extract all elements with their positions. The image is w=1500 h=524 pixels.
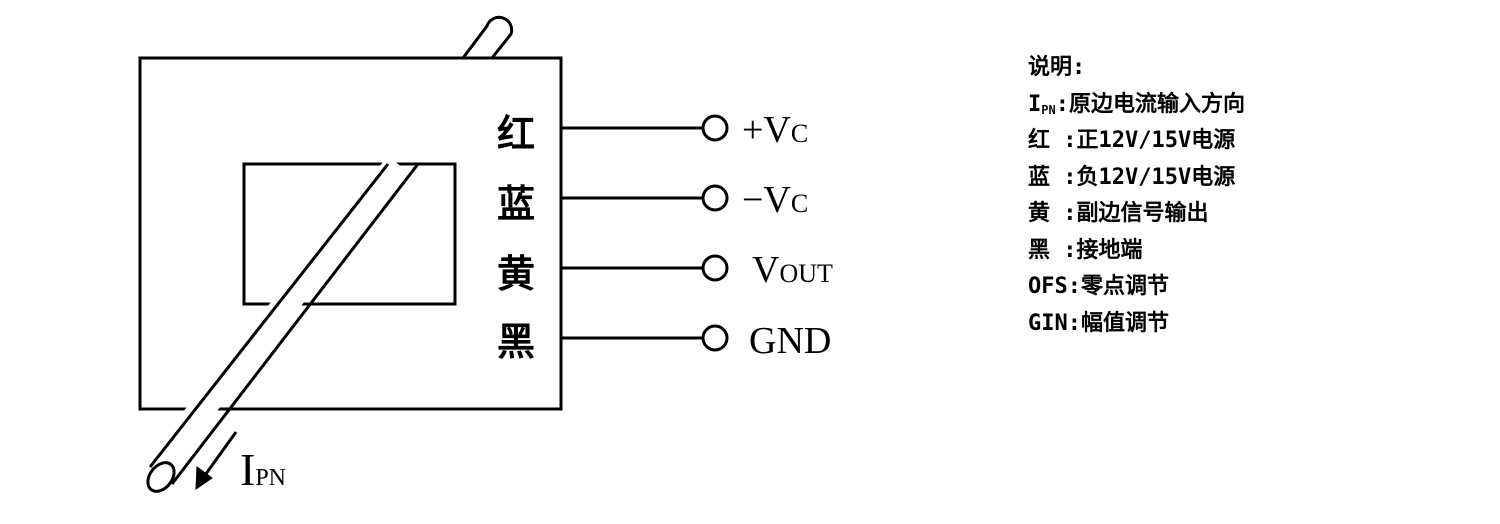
legend-item: 红 :正12V/15V电源 [1028,128,1236,153]
wire-3: 黄 VOUT [497,249,833,296]
legend-text: 幅值调节 [1081,310,1170,336]
primary-conductor [139,155,420,493]
terminal-label: VOUT [752,249,833,291]
legend-key: 黄 [1028,201,1064,226]
terminal-circle [701,114,729,142]
legend-key: 红 [1028,128,1064,153]
terminal-label: +VC [742,109,808,151]
terminal-label: GND [749,320,831,362]
wire-2: 蓝 −VC [497,179,808,226]
wire-1: 红 +VC [497,109,808,156]
terminal-circle [701,254,729,282]
legend-text: 正12V/15V电源 [1076,128,1236,153]
legend-item: OFS:零点调节 [1028,274,1170,299]
legend-item: 黄 :副边信号输出 [1028,201,1209,226]
current-direction-arrow [195,431,238,490]
legend-key: GIN [1028,310,1068,336]
wire-color-label: 黑 [497,319,535,364]
conductor-end [146,461,176,493]
sensor-aperture [242,162,457,306]
legend-key: IPN [1028,91,1056,117]
legend-key: 黑 [1028,237,1064,263]
legend-title: 说明: [1028,55,1086,80]
legend-text: 零点调节 [1081,274,1170,299]
terminal-circle [701,324,729,352]
legend-item: GIN:幅值调节 [1028,310,1170,336]
terminal-label: −VC [742,179,808,221]
legend-text: 接地端 [1076,237,1143,263]
wire-color-label: 红 [497,111,535,156]
wire-color-label: 蓝 [497,181,535,226]
terminal-circle [701,184,729,212]
legend-text: 负12V/15V电源 [1076,164,1236,190]
legend-item: 蓝 :负12V/15V电源 [1028,164,1236,190]
legend: 说明: IPN:原边电流输入方向 红 :正12V/15V电源 蓝 :负12V/1… [1028,50,1245,342]
legend-key: OFS [1028,274,1068,299]
legend-item: 黑 :接地端 [1028,237,1143,263]
wire-4: 黑 GND [497,319,831,364]
conductor-top-stub [461,15,514,59]
legend-text: 原边电流输入方向 [1068,91,1245,117]
legend-item: IPN:原边电流输入方向 [1028,91,1245,117]
wire-color-label: 黄 [497,251,535,296]
legend-key: 蓝 [1028,164,1064,190]
sensor-wiring-diagram: IPN 红 +VC 蓝 −VC 黄 VOUT 黑 GND [138,15,833,495]
current-label: IPN [240,444,286,495]
legend-text: 副边信号输出 [1076,201,1209,226]
